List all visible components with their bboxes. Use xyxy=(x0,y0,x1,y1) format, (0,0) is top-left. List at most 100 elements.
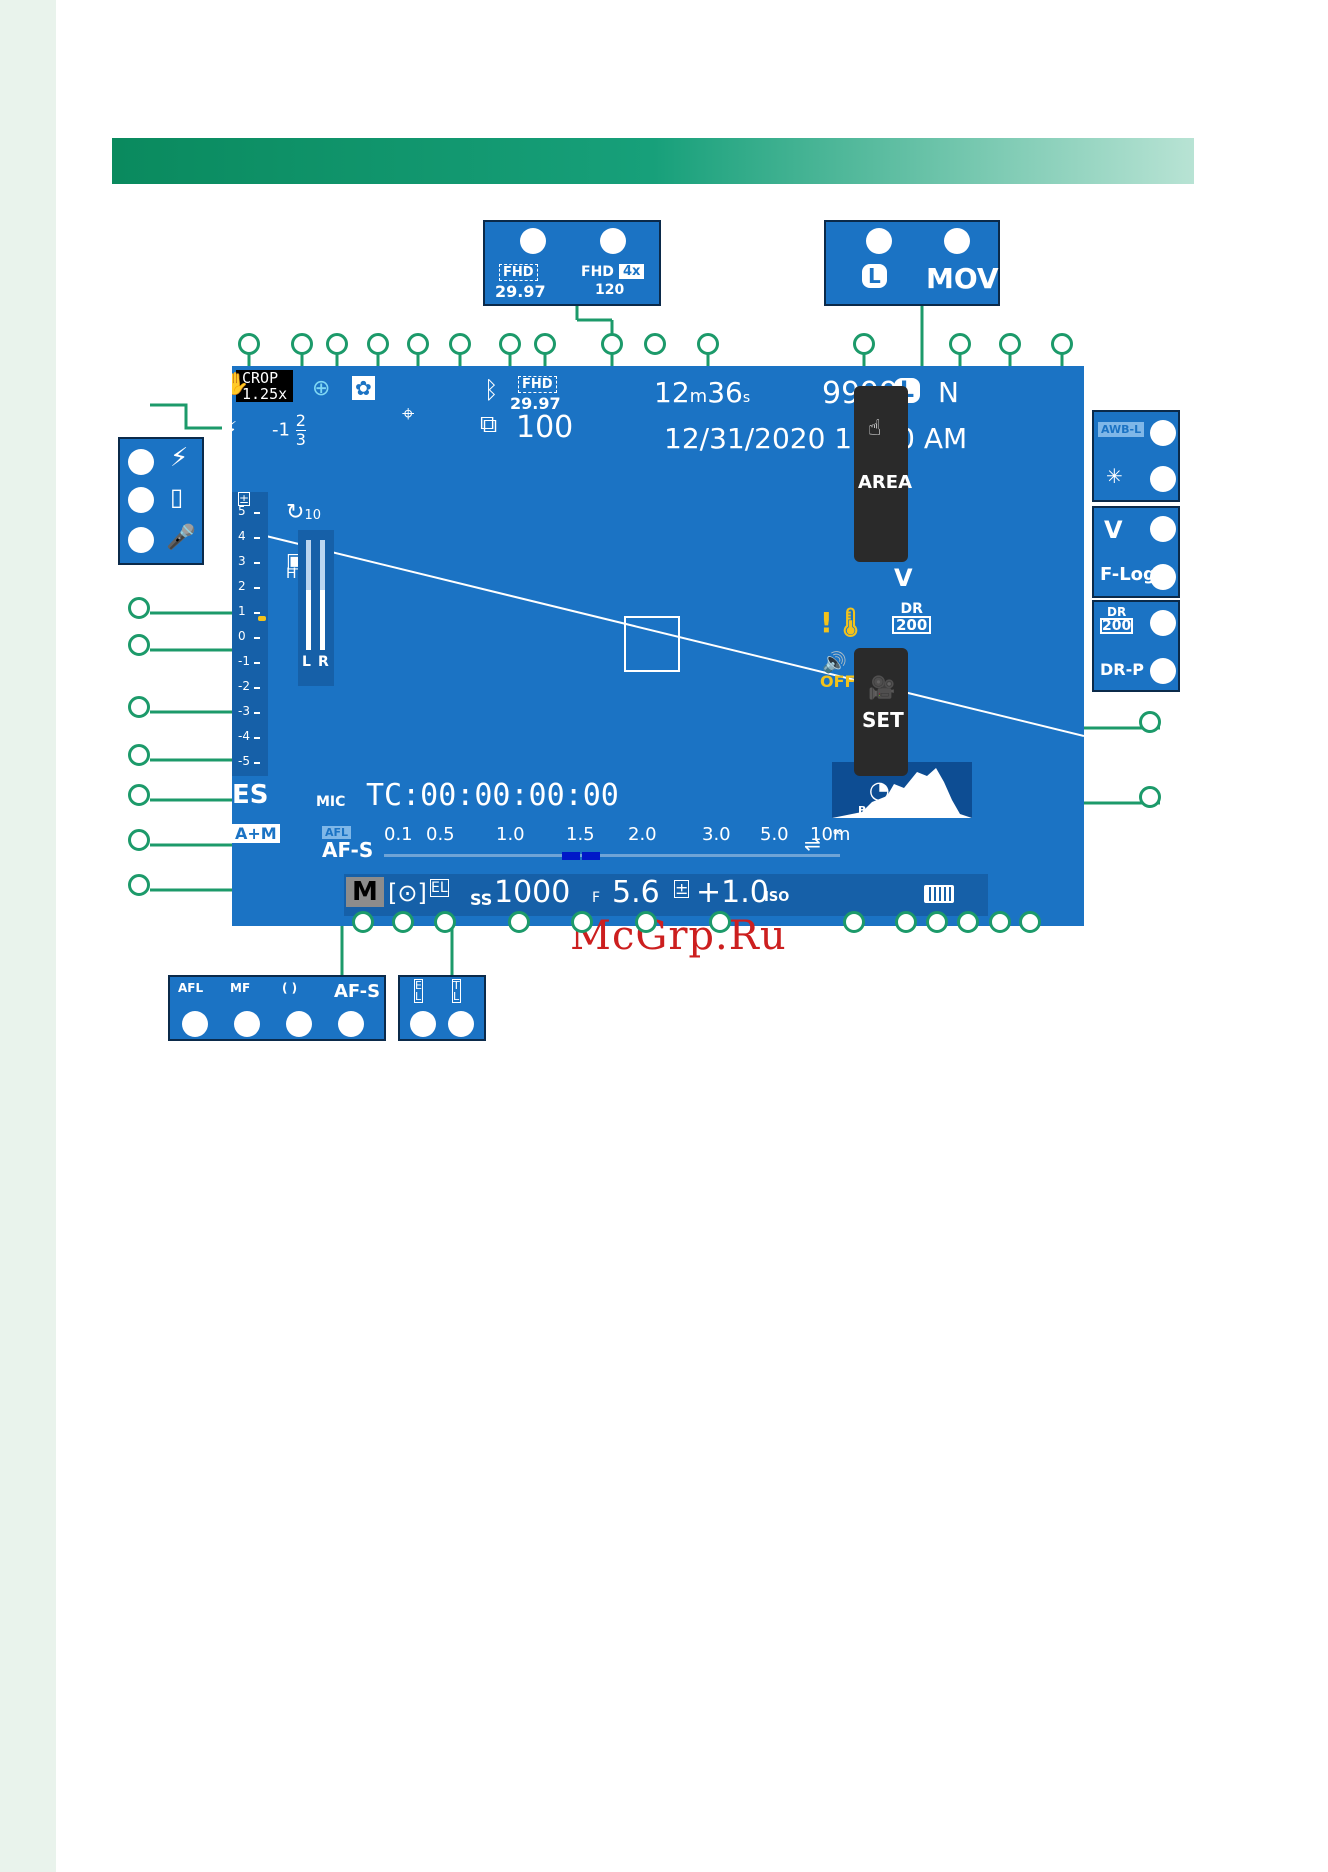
callout-marker xyxy=(644,333,666,355)
self-timer-icon: ↻10 xyxy=(286,500,321,525)
af-mf-mode: A+M xyxy=(232,824,280,843)
manual-page xyxy=(56,0,1328,1872)
exposure-scale-label: -4 xyxy=(238,729,250,743)
callout-marker xyxy=(128,829,150,851)
aperture: 5.6 xyxy=(612,875,660,910)
section-title-bar xyxy=(112,138,1194,184)
exposure-scale-label: 1 xyxy=(238,604,246,618)
callout-marker xyxy=(326,333,348,355)
callout-marker xyxy=(392,911,414,933)
callout-marker xyxy=(352,911,374,933)
exposure-lock-icon: EL xyxy=(430,879,449,897)
exposure-scale-tick xyxy=(254,712,260,714)
callout-marker xyxy=(957,911,979,933)
exposure-scale-label: -1 xyxy=(238,654,250,668)
callout-marker xyxy=(999,333,1021,355)
exposure-scale-label: -5 xyxy=(238,754,250,768)
flash-off-icon: 🔊 xyxy=(822,650,847,674)
commander-icon: ▯ xyxy=(170,483,184,511)
image-quality: N xyxy=(938,376,959,409)
callout-marker xyxy=(128,784,150,806)
exposure-scale-label: 0 xyxy=(238,629,246,643)
film-v-icon: V xyxy=(1104,516,1123,544)
callout-marker xyxy=(449,333,471,355)
exposure-scale-label: 2 xyxy=(238,579,246,593)
focus-mode-option-dot xyxy=(234,1011,260,1037)
shutter-icon: ✿ xyxy=(352,376,375,400)
exposure-scale-tick xyxy=(254,537,260,539)
exposure-scale-tick xyxy=(254,562,260,564)
bluetooth-icon: ᛒ xyxy=(484,376,499,404)
power-plug-icon: ⇌ xyxy=(804,832,821,856)
exposure-icon: ± xyxy=(238,492,251,506)
distance-scale-label: 0.1 xyxy=(384,824,413,845)
zoom-icon: ⊕ xyxy=(312,376,331,401)
exposure-scale-label: 4 xyxy=(238,529,246,543)
lock-option-dot xyxy=(448,1011,474,1037)
flash-callout: ⚡ ▯ 🎤 xyxy=(118,437,204,565)
exposure-scale-label: -3 xyxy=(238,704,250,718)
wb-callout: AWB-L ✳ xyxy=(1092,410,1180,502)
lock-option-label: T L xyxy=(452,979,461,1003)
callout-marker xyxy=(697,333,719,355)
flash-compensation: -1 2 3 xyxy=(272,411,306,449)
afl-indicator: AFL xyxy=(322,826,352,839)
film-callout: V F-Log xyxy=(1092,506,1180,598)
callout-marker xyxy=(1051,333,1073,355)
callout-marker xyxy=(895,911,917,933)
exposure-scale: ± 5 4 3 2 1 0 -1 -2 -3 -4 -5 xyxy=(232,492,268,776)
shutter-speed: 1000 xyxy=(494,875,571,910)
movie-format-label: FHD xyxy=(518,376,557,393)
frames-count: 100 xyxy=(516,410,574,445)
callout-marker xyxy=(601,333,623,355)
callout-marker xyxy=(238,333,260,355)
exposure-scale-tick xyxy=(254,687,260,689)
dynamic-range: DR 200 xyxy=(892,602,932,634)
area-button[interactable]: ☝ AREA xyxy=(854,386,912,562)
focus-mode-option-dot xyxy=(338,1011,364,1037)
distance-scale-label: 0.5 xyxy=(426,824,455,845)
callout-marker xyxy=(949,333,971,355)
crop-indicator: CROP 1.25x xyxy=(236,370,294,402)
record-time: 12m36s xyxy=(654,376,751,409)
callout-marker xyxy=(1139,786,1161,808)
focus-mode-option-dot xyxy=(182,1011,208,1037)
callout-marker xyxy=(508,911,530,933)
focus-mode: AF-S xyxy=(322,838,374,862)
shooting-mode: M xyxy=(346,877,384,907)
callout-marker xyxy=(367,333,389,355)
exposure-comp-icon: ± xyxy=(674,879,690,898)
film-simulation-icon: V xyxy=(894,564,913,592)
focus-mode-option-label: AF-S xyxy=(334,981,381,1002)
iso-label: ISO xyxy=(764,890,790,905)
touch-icon: ☝ xyxy=(868,416,882,441)
electronic-shutter: ES xyxy=(232,780,269,810)
metering-icon: [⊙] xyxy=(388,879,427,907)
callout-marker xyxy=(989,911,1011,933)
exposure-scale-tick xyxy=(254,762,260,764)
distance-scale-label: 2.0 xyxy=(628,824,657,845)
callout-marker xyxy=(853,333,875,355)
callout-marker xyxy=(128,597,150,619)
exposure-scale-tick xyxy=(254,637,260,639)
exposure-scale-label: -2 xyxy=(238,679,250,693)
exposure-scale-tick xyxy=(254,512,260,514)
movie-frame-rate: 29.97 xyxy=(510,394,561,413)
callout-marker xyxy=(434,911,456,933)
image-stabilization-icon: ✋ xyxy=(232,372,250,397)
callout-marker xyxy=(635,911,657,933)
callout-marker xyxy=(128,874,150,896)
callout-marker xyxy=(499,333,521,355)
exposure-scale-label: 3 xyxy=(238,554,246,568)
focus-mode-option-dot xyxy=(286,1011,312,1037)
flash-icon: ⚡ xyxy=(170,443,189,473)
aperture-f: F xyxy=(592,890,601,906)
timecode: TC:00:00:00:00 xyxy=(366,778,619,813)
focus-frame[interactable] xyxy=(624,616,680,672)
callout-marker xyxy=(128,634,150,656)
shutter-label: SS xyxy=(470,890,493,909)
exposure-scale-label: 5 xyxy=(238,504,246,518)
set-button[interactable]: 🎥 SET xyxy=(854,648,908,776)
callout-marker xyxy=(128,744,150,766)
